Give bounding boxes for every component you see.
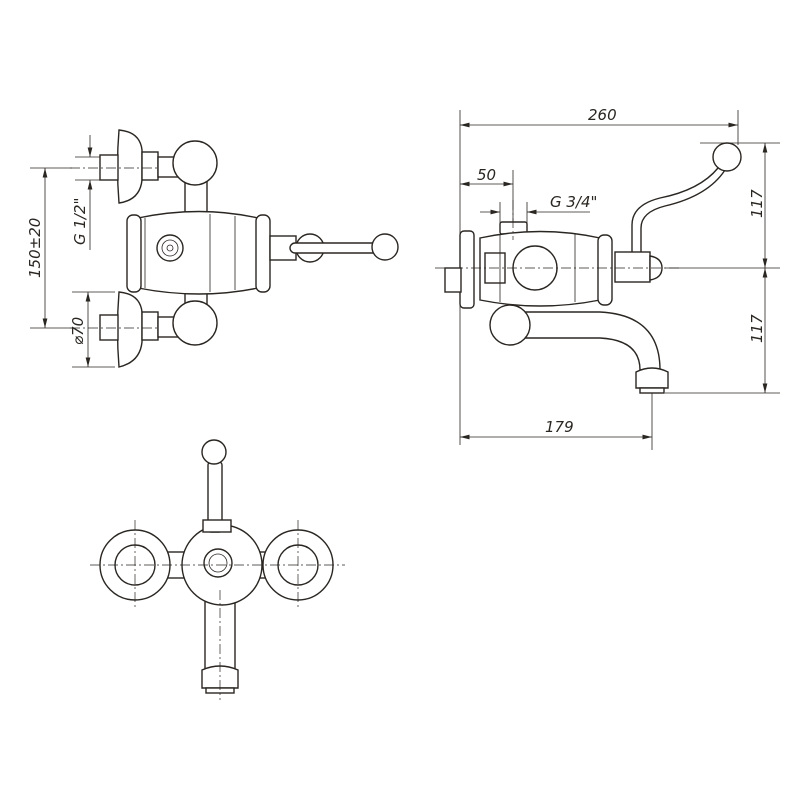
top-view-lever-ball: [201, 439, 227, 465]
lever-ball: [371, 233, 399, 261]
overall-length-label: 260: [588, 106, 617, 124]
flange-diameter-label: ⌀70: [69, 317, 87, 345]
handle-ball: [712, 142, 742, 172]
inlet-offset-label: 50: [477, 166, 496, 184]
side-view: 260 50 G 3/4": [435, 106, 780, 450]
spout-reach-label: 179: [545, 418, 574, 436]
bottom-inlet-ball: [172, 300, 218, 346]
inlet-thread-label: G 1/2": [71, 198, 89, 245]
spout-drop-label: 117: [748, 314, 766, 343]
top-view: [90, 439, 345, 700]
top-inlet-ball: [172, 140, 218, 186]
centre-distance-label: 150±20: [26, 218, 44, 278]
spout-ball: [489, 304, 531, 346]
handle-height-label: 117: [748, 189, 766, 218]
outlet-thread-label: G 3/4": [550, 193, 597, 211]
front-view: 150±20 G 1/2" ⌀70: [26, 129, 399, 368]
